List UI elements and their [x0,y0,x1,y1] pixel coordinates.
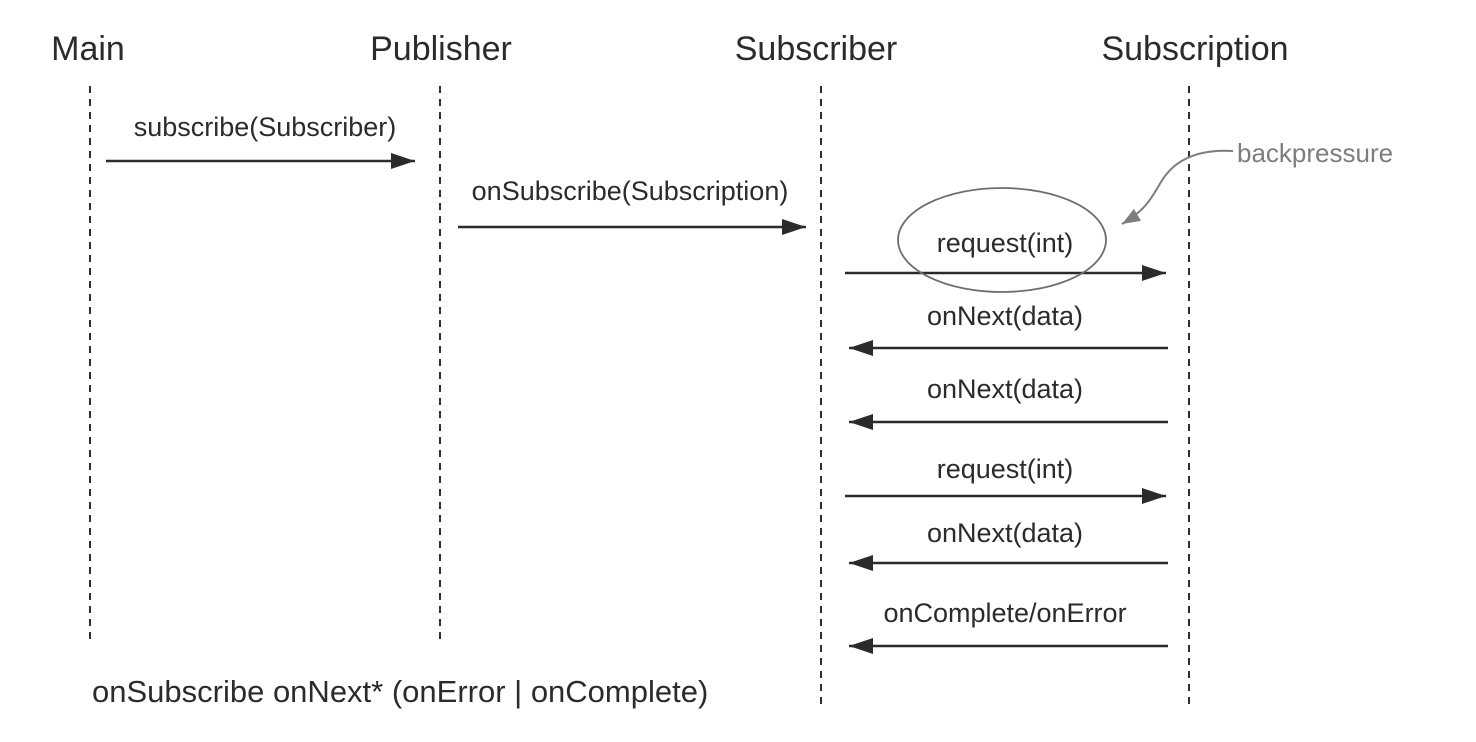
participant-main: Main [51,30,125,68]
backpressure-leader-arrow [1121,149,1234,225]
message-label-request-1: request(int) [936,228,1074,258]
message-label-onnext-1: onNext(data) [926,301,1084,331]
backpressure-annotation-label: backpressure [1237,138,1394,168]
message-label-onnext-2: onNext(data) [926,374,1084,404]
message-label-onnext-3: onNext(data) [926,518,1084,548]
participant-subscriber: Subscriber [734,30,898,68]
participant-publisher: Publisher [370,30,512,68]
message-label-request-2: request(int) [936,454,1074,484]
message-label-oncomplete-onerror: onComplete/onError [883,598,1127,628]
message-label-subscribe: subscribe(Subscriber) [133,112,397,142]
message-label-onsubscribe: onSubscribe(Subscription) [471,176,789,206]
backpressure-ellipse [897,187,1107,293]
participant-subscription: Subscription [1101,30,1289,68]
protocol-grammar-text: onSubscribe onNext* (onError | onComplet… [92,674,709,709]
